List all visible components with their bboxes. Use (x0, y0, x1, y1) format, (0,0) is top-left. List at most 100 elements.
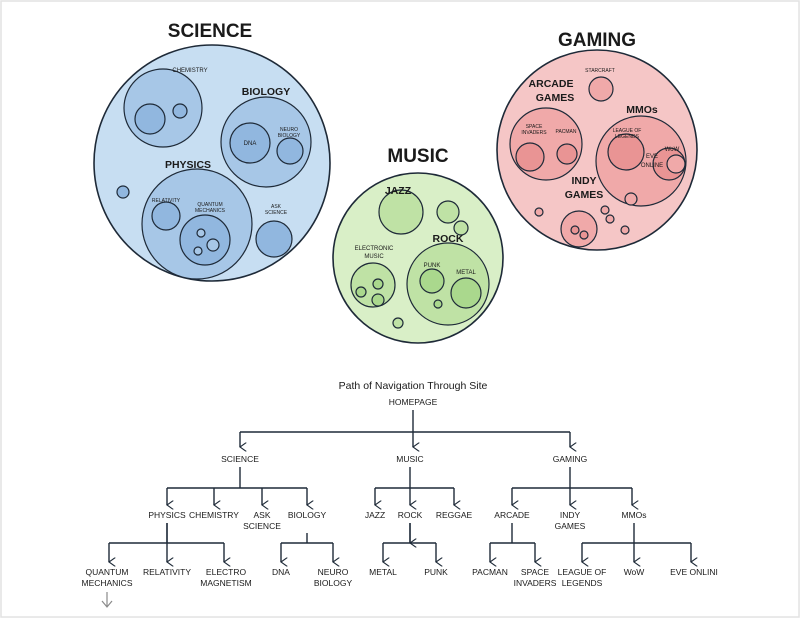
quantum-label-1: QUANTUM (197, 202, 222, 208)
gaming-cluster: GAMING ARCADE GAMES SPACE INVADERS PACMA… (496, 30, 698, 251)
gaming-dot (620, 225, 630, 235)
tree-node-electro-2: MAGNETISM (200, 578, 251, 588)
tree-node-eve-online: EVE ONLINI (670, 567, 718, 577)
music-title: MUSIC (387, 146, 449, 167)
indy-games-label-2: GAMES (565, 189, 604, 201)
music-dot (453, 220, 469, 236)
tree-node-biology: BIOLOGY (288, 510, 327, 520)
gaming-dot (605, 214, 615, 224)
indy-sub-circle (579, 230, 589, 240)
arcade-games-label-2: GAMES (536, 92, 575, 104)
eve-label-1: EVE (646, 154, 658, 160)
ask-science-label-1: ASK (271, 204, 282, 210)
wow-circle (666, 154, 686, 174)
tree-node-neuro-1: NEURO (318, 567, 349, 577)
punk-label: PUNK (424, 263, 441, 269)
indy-games-label-1: INDY (571, 175, 596, 187)
mmos-label: MMOs (626, 104, 658, 116)
tree-node-metal: METAL (369, 567, 397, 577)
science-title: SCIENCE (168, 21, 252, 42)
jazz-circle (378, 189, 424, 235)
tree-node-quantum-1: QUANTUM (86, 567, 129, 577)
tree-node-dna: DNA (272, 567, 290, 577)
tree-node-quantum-2: MECHANICS (81, 578, 132, 588)
chemistry-label: CHEMISTRY (172, 68, 207, 74)
lol-label-1: LEAGUE OF (613, 128, 642, 134)
quantum-circle (179, 214, 231, 266)
quantum-sub-circle (196, 228, 206, 238)
starcraft-label: STARCRAFT (585, 68, 615, 74)
tree-root-homepage: HOMEPAGE (389, 397, 438, 407)
tree-node-music: MUSIC (396, 454, 423, 464)
metal-circle (450, 277, 482, 309)
biology-label: BIOLOGY (242, 86, 290, 98)
science-dot (116, 185, 130, 199)
electronic-label-2: MUSIC (364, 254, 384, 260)
music-dot (392, 317, 404, 329)
rock-dot (433, 299, 443, 309)
lol-label-2: LEGENDS (615, 134, 640, 140)
more-down-arrowhead (101, 600, 113, 608)
tree-node-lol-2: LEGENDS (562, 578, 603, 588)
tree-node-physics: PHYSICS (148, 510, 186, 520)
quantum-sub-circle (193, 246, 203, 256)
electronic-label-1: ELECTRONIC (355, 246, 394, 252)
arcade-games-label-1: ARCADE (529, 78, 574, 90)
tree-node-wow: WoW (624, 567, 645, 577)
quantum-sub-circle (206, 238, 220, 252)
tree-node-gaming: GAMING (553, 454, 587, 464)
music-dot (436, 200, 460, 224)
rock-label: ROCK (433, 233, 464, 245)
tree-node-electro-1: ELECTRO (206, 567, 247, 577)
wow-label: WoW (665, 147, 680, 153)
electronic-sub-circle (371, 293, 385, 307)
pacman-circle (556, 143, 578, 165)
electronic-sub-circle (355, 286, 367, 298)
science-cluster: SCIENCE CHEMISTRY BIOLOGY DNA NEURO BIOL… (93, 21, 331, 282)
dna-circle (229, 122, 271, 164)
tree-title: Path of Navigation Through Site (339, 380, 488, 392)
gaming-dot (534, 207, 544, 217)
neuro-label-1: NEURO (280, 127, 298, 133)
chemistry-sub-circle (134, 103, 166, 135)
space-invaders-circle (515, 142, 545, 172)
space-invaders-label-2: INVADERS (521, 130, 547, 136)
tree-node-science: SCIENCE (221, 454, 259, 464)
space-invaders-label-1: SPACE (526, 124, 543, 130)
tree-node-indy-games-2: GAMES (555, 521, 586, 531)
chemistry-sub-circle (172, 103, 188, 119)
ask-science-label-2: SCIENCE (265, 210, 288, 216)
chemistry-circle (123, 68, 203, 148)
tree-node-neuro-2: BIOLOGY (314, 578, 353, 588)
tree-node-rock: ROCK (398, 510, 423, 520)
gaming-title: GAMING (558, 30, 636, 51)
neuro-label-2: BIOLOGY (278, 133, 301, 139)
tree-node-arcade: ARCADE (494, 510, 530, 520)
tree-node-space-invaders-2: INVADERS (514, 578, 557, 588)
tree-node-chemistry: CHEMISTRY (189, 510, 239, 520)
relativity-label: RELATIVITY (152, 198, 181, 204)
tree-node-pacman: PACMAN (472, 567, 508, 577)
ask-science-circle (255, 220, 293, 258)
gaming-dot (600, 205, 610, 215)
tree-node-mmos: MMOs (621, 510, 646, 520)
eve-label-2: ONLINE (641, 163, 663, 169)
lol-circle (607, 133, 645, 171)
dna-label: DNA (244, 141, 257, 147)
punk-circle (419, 268, 445, 294)
music-cluster: MUSIC JAZZ ELECTRONIC MUSIC ROCK PUNK ME… (332, 146, 504, 344)
tree-node-relativity: RELATIVITY (143, 567, 191, 577)
starcraft-circle (588, 76, 614, 102)
tree-node-space-invaders-1: SPACE (521, 567, 550, 577)
physics-label: PHYSICS (165, 159, 211, 171)
tree-node-ask-science-2: SCIENCE (243, 521, 281, 531)
tree-node-indy-games-1: INDY (560, 510, 581, 520)
navigation-tree: Path of Navigation Through Site HOMEPAGE… (81, 380, 718, 608)
neuro-biology-circle (276, 137, 304, 165)
tree-node-reggae: REGGAE (436, 510, 473, 520)
tree-node-ask-science-1: ASK (253, 510, 270, 520)
tree-node-lol-1: LEAGUE OF (558, 567, 607, 577)
quantum-label-2: MECHANICS (195, 208, 226, 214)
